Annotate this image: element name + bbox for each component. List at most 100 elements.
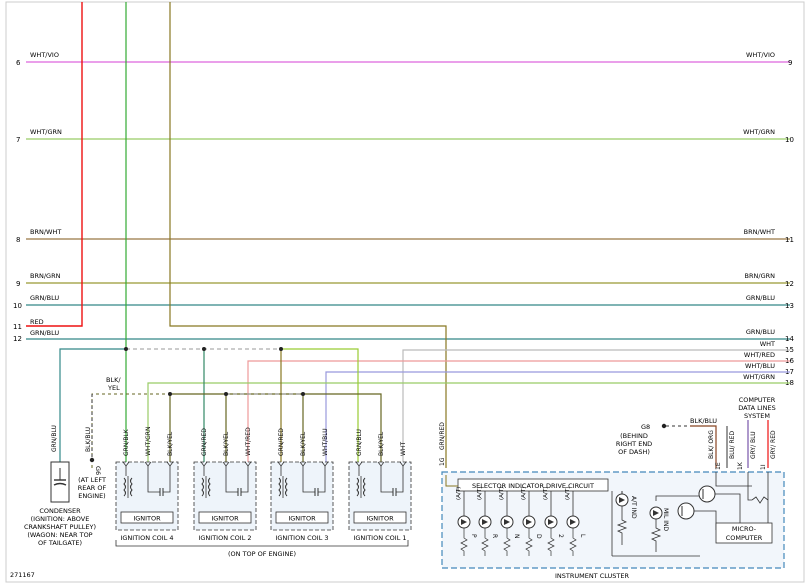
coil-winding-secondary (208, 477, 211, 497)
splice-4 (168, 392, 172, 396)
cluster-pin-1k-num: 1K (737, 461, 744, 470)
ground-g8-desc-0: (BEHIND (620, 432, 648, 440)
indicator-diode (526, 519, 532, 525)
shield-blk-yel (91, 393, 170, 468)
cluster-link-3 (715, 493, 741, 524)
wire-wht-blu-coil3 (325, 371, 790, 468)
coil-name: IGNITION COIL 3 (275, 534, 328, 542)
indicator-diode (482, 519, 488, 525)
coil-lead-3 (241, 466, 249, 493)
condenser-box (50, 461, 70, 503)
mil-ind-diode (653, 510, 659, 516)
indicator-top-label: (A/T) (565, 487, 571, 500)
splice-2 (202, 347, 206, 351)
microcomputer-box (715, 522, 773, 544)
gear-indicators: (A/T)P(A/T)R(A/T)N(A/T)D(A/T)2(A/T)L (456, 487, 586, 556)
coil-lead-2 (225, 466, 238, 493)
cluster-pin-1e-internal (715, 472, 752, 487)
cluster-pin-blu-red-wire: BLU/ RED (729, 431, 736, 459)
indicator-letter: N (513, 534, 520, 539)
wire-grn-red-cluster (169, 2, 447, 468)
ignitor-label: IGNITOR (288, 515, 316, 523)
pin-left-6: 6 (16, 59, 21, 67)
label-left-wht-grn: WHT/GRN (30, 128, 62, 136)
indicator-diode (504, 519, 510, 525)
coil-name: IGNITION COIL 4 (120, 534, 173, 542)
coil-pin-label: WHT/GRN (145, 427, 152, 456)
ignitor-label: IGNITOR (133, 515, 161, 523)
harness-wires (26, 61, 790, 306)
coil-pin-label: BLK/YEL (300, 431, 307, 456)
coil-winding-primary (201, 477, 204, 497)
transistor-1 (677, 502, 695, 520)
splice-1 (124, 347, 128, 351)
coil-pin-label: GRN/RED (201, 428, 208, 456)
coil-pin-label: GRN/BLK (123, 428, 130, 456)
coil-pin-label: BLK/YEL (378, 431, 385, 456)
wire-grn-blu-coil1 (281, 348, 359, 468)
system-label-0: COMPUTER (739, 396, 776, 404)
pin-right-11: 11 (785, 236, 794, 244)
wire-wht-coil1 (402, 349, 790, 468)
condenser-desc-2: CRANKSHAFT PULLEY) (24, 523, 96, 531)
microcomputer-label-0: MICRO- (732, 525, 757, 533)
label-left-wht-vio: WHT/VIO (30, 51, 59, 59)
condenser-desc-4: OF TAILGATE) (38, 539, 82, 547)
label-left-brn-wht: BRN/WHT (30, 228, 61, 236)
ignition-coils: GRN/BLK WHT/GRN BLK/YEL IGNITOR IGNITION COI… (115, 427, 412, 542)
coil-pin-label: WHT/RED (245, 427, 252, 456)
indicator-top-label: (A/T) (521, 487, 527, 500)
label-blk-yel-2: YEL (107, 384, 120, 392)
coil-lead-2 (302, 466, 315, 493)
coil-pin-label: GRN/BLU (356, 429, 363, 456)
cluster-pin-1i-num: 1I (760, 464, 767, 470)
condenser-desc-1: (IGNITION: ABOVE (31, 515, 90, 523)
pin-left-11: 11 (13, 323, 22, 331)
pin-left-12: 12 (13, 335, 22, 343)
ground-g6-desc-0: (AT LEFT (78, 476, 106, 484)
ground-g6-label: G6 (94, 466, 102, 475)
label-right-brn-grn: BRN/GRN (745, 272, 776, 280)
indicator-letter: 2 (557, 534, 564, 538)
coil-winding-secondary (363, 477, 366, 497)
pin-left-10: 10 (13, 302, 22, 310)
label-blk-yel-1: BLK/ (106, 376, 121, 384)
indicator-resistor (503, 528, 511, 556)
cluster-pin-1e-wire: BLK/ ORG (708, 430, 715, 459)
coils-location-note: (ON TOP OF ENGINE) (228, 550, 296, 558)
indicator-top-label: (A/T) (499, 487, 505, 500)
indicator-letter: L (579, 534, 586, 538)
pin-left-9: 9 (16, 280, 20, 288)
cluster-pin-gry-blu-wire: GRY/ BLU (750, 431, 757, 459)
indicator-diode (548, 519, 554, 525)
label-right-brn-wht: BRN/WHT (744, 228, 775, 236)
ground-g8-point (661, 423, 667, 429)
label-condenser-wire2: BLK/BLU (85, 427, 92, 452)
figure-id: 271167 (10, 571, 35, 579)
coil-lead-3 (163, 466, 171, 493)
cluster-pin-1k-internal (747, 472, 752, 501)
gear-indicator-P: (A/T)P (456, 487, 477, 556)
wire-red (26, 2, 83, 327)
system-label-1: DATA LINES (738, 404, 775, 412)
coil-name: IGNITION COIL 1 (353, 534, 406, 542)
cluster-pin-1e-num: 1E (715, 462, 722, 470)
coils-bracket (115, 540, 409, 547)
indicator-diode (461, 519, 467, 525)
ignitor-box (198, 511, 252, 524)
gear-indicator-R: (A/T)R (477, 487, 498, 556)
ignitor-box (353, 511, 407, 524)
mil-ind-resistor (650, 519, 662, 552)
microcomputer-label-1: COMPUTER (726, 534, 763, 542)
label-right-wht-blu: WHT/BLU (745, 362, 775, 370)
at-ind-diode (619, 497, 625, 503)
coil-lead-3 (318, 466, 326, 493)
gear-indicator-L: (A/T) L (565, 487, 586, 556)
indicator-resistor (547, 528, 555, 556)
label-left-grn-blu-12: GRN/BLU (30, 329, 59, 337)
splice-6 (301, 392, 305, 396)
coil-pin-label: WHT (400, 442, 407, 456)
wire-wht-grn-coil4 (147, 382, 790, 468)
ignitor-box (275, 511, 329, 524)
